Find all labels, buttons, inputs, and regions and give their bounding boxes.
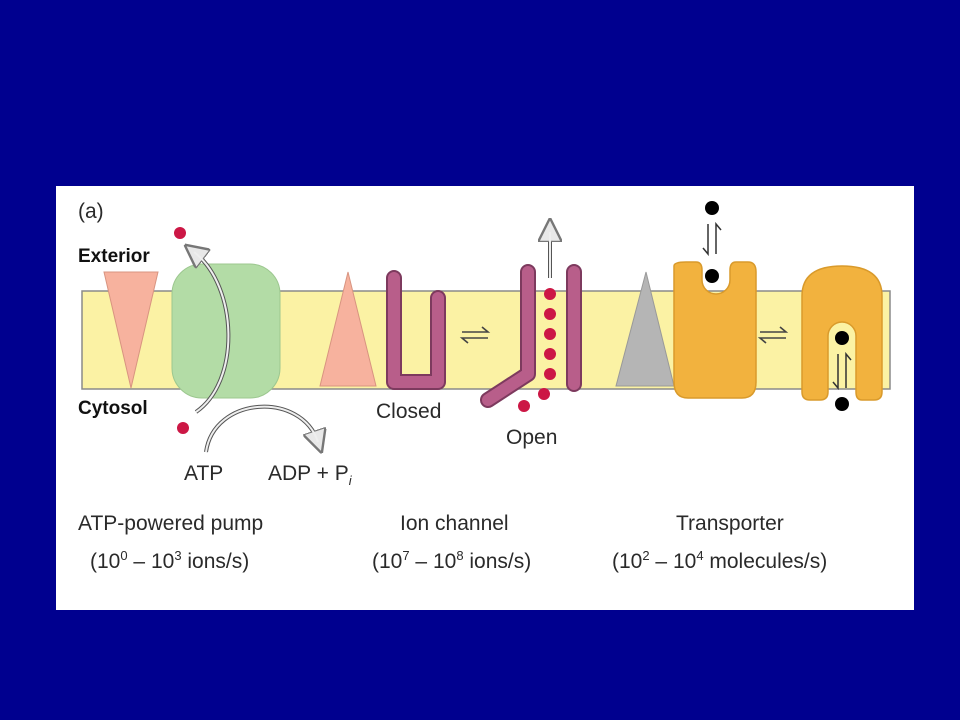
panel-label: (a) (78, 200, 104, 223)
channel-ions (518, 288, 556, 412)
atp-label: ATP (184, 462, 223, 485)
atp-hydrolysis-arrow (204, 404, 318, 452)
transporter-inward (801, 265, 883, 401)
transporter-title: Transporter (676, 512, 784, 535)
gradient-triangle-channel (319, 271, 377, 387)
solute-inward-site (835, 331, 849, 345)
pump-rate: (100 – 103 ions/s) (90, 548, 249, 573)
channel-equilibrium-arrows (459, 326, 491, 344)
solute-top (705, 201, 719, 215)
membrane-transport-diagram: (a) Exterior Cytosol ATP ADP + Pi Closed… (78, 200, 891, 573)
transporter-equilibrium-arrows (757, 326, 789, 344)
gray-triangle-transporter (615, 271, 675, 387)
open-label: Open (506, 426, 557, 449)
solute-outward-site (705, 269, 719, 283)
transporter-rate: (102 – 104 molecules/s) (612, 548, 827, 573)
pump-protein (171, 263, 281, 399)
diagram-panel: (a) Exterior Cytosol ATP ADP + Pi Closed… (56, 186, 914, 610)
channel-title: Ion channel (400, 512, 509, 535)
solute-bottom (835, 397, 849, 411)
pump-title: ATP-powered pump (78, 512, 263, 535)
ion-cytosol-pump (177, 422, 189, 434)
channel-rate: (107 – 108 ions/s) (372, 548, 531, 573)
transporter-outward (673, 261, 757, 399)
exterior-label: Exterior (78, 246, 150, 267)
ion-exterior-pump (174, 227, 186, 239)
cytosol-label: Cytosol (78, 398, 148, 419)
transporter-bottom-equilibrium (832, 351, 852, 391)
adp-label: ADP + Pi (268, 462, 353, 488)
transporter-top-equilibrium (702, 221, 722, 257)
gradient-triangle-pump (103, 271, 159, 389)
closed-label: Closed (376, 400, 441, 423)
